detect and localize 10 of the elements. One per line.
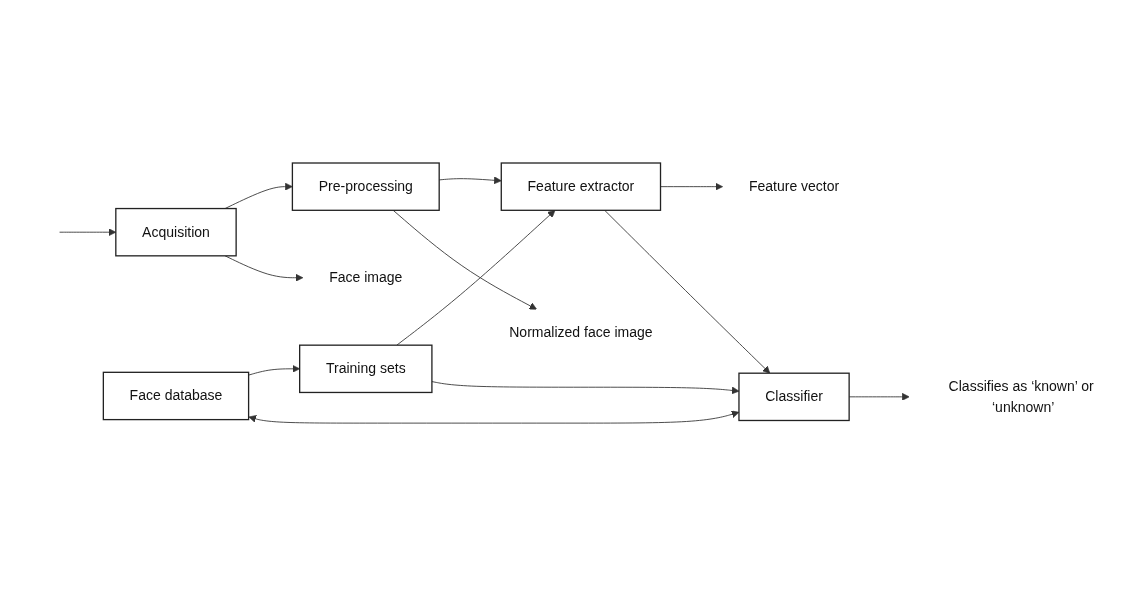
node-box: Training sets [299,344,433,393]
node-text: Normalized face image [509,324,653,340]
node-box: Feature extractor [500,161,662,211]
node-box: Acquisition [115,207,237,256]
node-text: Classifies as ‘known’ or ‘unknown’ [948,377,1094,414]
node-box: Face database [102,371,250,420]
node-box: Classifier [738,372,850,421]
node-box: Pre-processing [291,161,440,211]
node-text: Face image [329,269,403,285]
node-text: Feature vector [748,178,840,194]
